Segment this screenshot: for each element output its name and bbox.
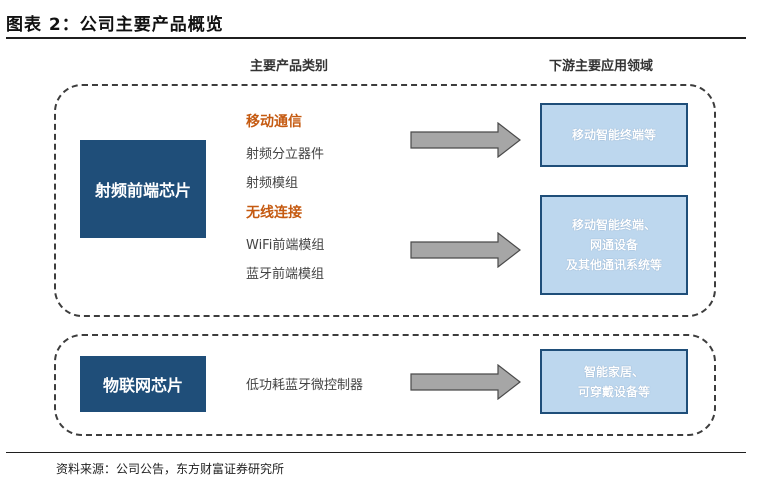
header-products: 主要产品类别 [250, 59, 329, 74]
app-line: 及其他通讯系统等 [565, 258, 662, 272]
item-wifi-fem: WiFi前端模组 [246, 238, 325, 253]
header-downstream: 下游主要应用领域 [549, 59, 654, 74]
arrow-right-icon [410, 364, 521, 400]
app-line: 移动智能终端等 [571, 128, 656, 142]
chip-rf-frontend: 射频前端芯片 [80, 140, 206, 238]
item-rf-discrete: 射频分立器件 [246, 147, 325, 162]
category-wireless: 无线连接 [246, 205, 302, 221]
group-iot [54, 334, 716, 436]
arrow-right-icon [410, 232, 521, 268]
item-rf-module: 射频模组 [246, 176, 299, 191]
group-rf-frontend [54, 84, 716, 317]
category-mobile-comm: 移动通信 [246, 114, 302, 130]
app-mobile-terminals: 移动智能终端等 [540, 103, 688, 167]
item-bt-fem: 蓝牙前端模组 [246, 267, 325, 282]
title-divider [6, 37, 746, 39]
source-note: 资料来源：公司公告，东方财富证券研究所 [56, 462, 285, 476]
app-line: 网通设备 [589, 238, 638, 252]
arrow-right-icon [410, 122, 521, 158]
item-ble-mcu: 低功耗蓝牙微控制器 [246, 378, 364, 393]
app-line: 可穿戴设备等 [577, 384, 650, 399]
source-divider [6, 452, 746, 453]
app-terminals-network: 移动智能终端、 网通设备 及其他通讯系统等 [540, 195, 688, 295]
app-line: 移动智能终端、 [571, 218, 656, 232]
app-line: 智能家居、 [583, 364, 644, 379]
chip-iot: 物联网芯片 [80, 356, 206, 412]
figure-title: 图表 2：公司主要产品概览 [6, 15, 224, 35]
app-smart-home: 智能家居、 可穿戴设备等 [540, 349, 688, 414]
